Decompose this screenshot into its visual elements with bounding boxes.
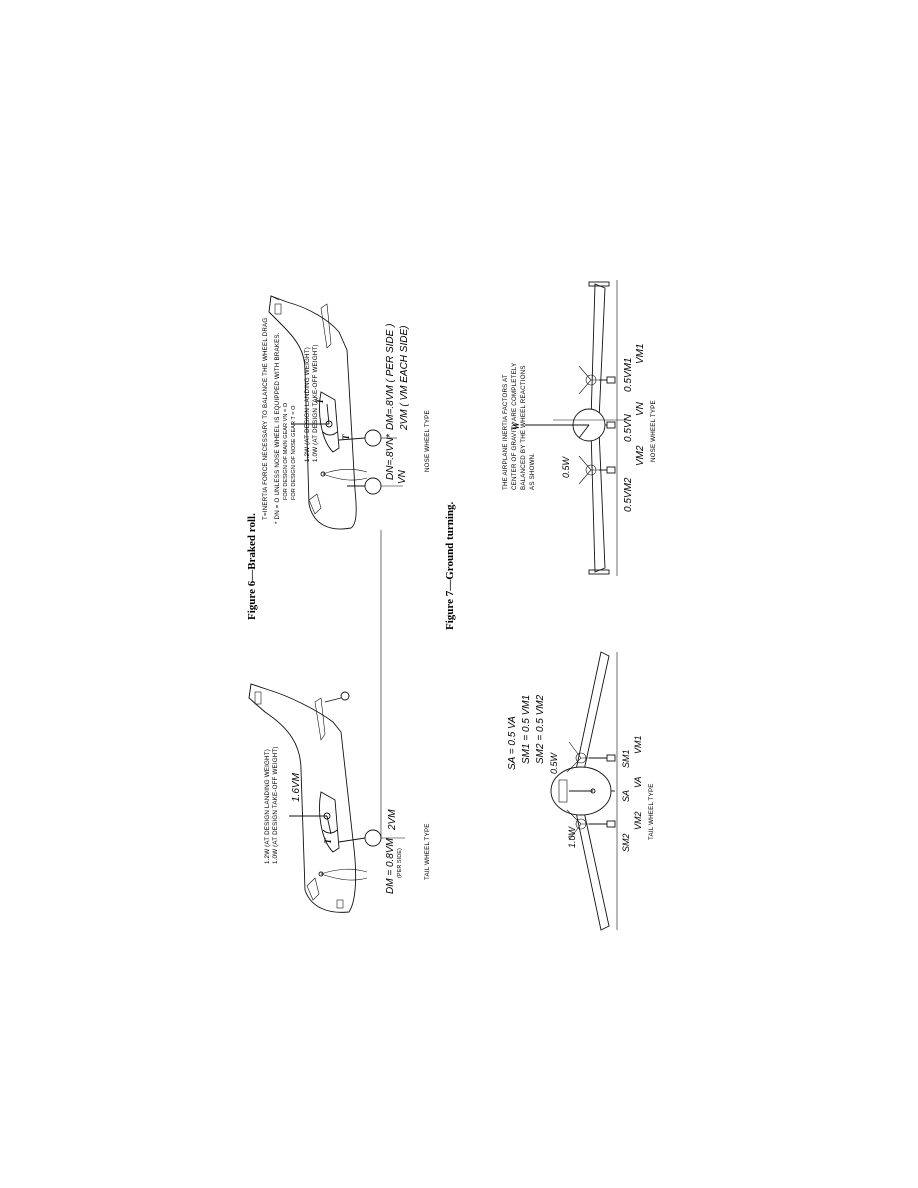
fig6-note-dn: * DN = O UNLESS NOSE WHEEL IS EQUIPPED W… bbox=[274, 332, 281, 524]
fig7-nose-caption: NOSE WHEEL TYPE bbox=[650, 400, 657, 462]
fig7-tail-eq3: SM2 = 0.5 VM2 bbox=[535, 694, 546, 764]
fig6-nose-inertia-side: T bbox=[341, 434, 351, 440]
fig7-tail-s-m1: SM1 bbox=[621, 749, 631, 768]
fig6-tail-reaction-tail: 1.6VM bbox=[291, 772, 302, 802]
fig7-tail-s-a: SA bbox=[621, 790, 631, 802]
fig7-nose-note-1: THE AIRPLANE INERTIA FACTORS AT bbox=[502, 374, 509, 490]
fig6-nose-drag: DN=.8VN bbox=[385, 437, 396, 480]
fig6-nose-inertia-label: T bbox=[315, 398, 325, 404]
fig6-tail-weight-takeoff: 1.0W (AT DESIGN TAKE-OFF WEIGHT) bbox=[272, 746, 279, 864]
fig6-nose-vertical: VN bbox=[397, 469, 408, 484]
fig6-tail-wheel-aircraft bbox=[248, 683, 382, 913]
fig6-tail-drag: DM = 0.8VM bbox=[385, 837, 396, 894]
fig7-nose-v-n: VN bbox=[635, 401, 646, 416]
fig6-nose-caption: NOSE WHEEL TYPE bbox=[424, 410, 431, 472]
fig6-nose-main-drag: DM=.8VM ( PER SIDE ) bbox=[385, 324, 396, 430]
fig6-note-main-gear: FOR DESIGN OF MAIN GEAR VN = O bbox=[283, 402, 289, 500]
fig6-nose-weight-landing: 1.2W (AT DESIGN LANDING WEIGHT) bbox=[304, 347, 311, 462]
fig7-tail-s-m2: SM2 bbox=[621, 833, 631, 852]
fig6-tail-inertia-label: T bbox=[323, 838, 333, 844]
fig6-tail-vertical: 2VM bbox=[387, 809, 398, 831]
fig7-nose-load-n: 0.5VN bbox=[623, 413, 634, 442]
fig7-nose-load-m1: 0.5VM1 bbox=[623, 358, 634, 392]
fig7-tail-weight: 1.0W bbox=[567, 825, 577, 848]
fig7-tail-caption: TAIL WHEEL TYPE bbox=[648, 783, 655, 840]
diagram-canvas: Figure 6—Braked roll. 1.2W ( bbox=[246, 280, 657, 931]
fig6-note-nose-gear: FOR DESIGN OF NOSE GEAR T = O bbox=[291, 405, 297, 500]
fig7-tail-v-a: VA bbox=[633, 776, 643, 788]
fig7-tail-eq1: SA = 0.5 VA bbox=[507, 716, 518, 770]
fig7-nose-note-4: AS SHOWN. bbox=[529, 453, 536, 490]
fig7-nose-side-load: 0.5W bbox=[561, 455, 571, 478]
fig6-tail-per-side: (PER SIDE) bbox=[397, 848, 403, 878]
fig6-nose-weight-takeoff: 1.0W (AT DESIGN TAKE-OFF WEIGHT) bbox=[312, 344, 319, 462]
fig7-nose-v-m1: VM1 bbox=[635, 343, 646, 364]
fig6-note-t: T=INERTIA FORCE NECESSARY TO BALANCE THE… bbox=[262, 318, 269, 520]
figure6-title: Figure 6—Braked roll. bbox=[246, 513, 258, 620]
fig7-nose-note-2: CENTER OF GRAVITY ARE COMPLETELY bbox=[511, 363, 518, 490]
fig7-nose-v-m2: VM2 bbox=[635, 445, 646, 466]
fig6-tail-weight-landing: 1.2W (AT DESIGN LANDING WEIGHT) bbox=[264, 749, 271, 864]
fig7-tail-eq2: SM1 = 0.5 VM1 bbox=[521, 695, 532, 764]
fig6-nose-star: * bbox=[385, 433, 396, 438]
figure7-title: Figure 7—Ground turning. bbox=[444, 501, 456, 630]
fig7-tail-wheel-aircraft-front bbox=[550, 651, 616, 931]
fig7-tail-v-m1: VM1 bbox=[633, 735, 643, 754]
fig7-tail-side-load: 0.5W bbox=[549, 751, 559, 774]
fig7-nose-load-m2: 0.5VM2 bbox=[623, 477, 634, 512]
fig7-nose-weight: W bbox=[511, 421, 521, 430]
fig6-tail-caption: TAIL WHEEL TYPE bbox=[424, 823, 431, 880]
fig6-nose-main-vertical: 2VM ( VM EACH SIDE) bbox=[399, 326, 410, 431]
fig7-nose-wheel-aircraft-front bbox=[525, 281, 627, 575]
fig7-nose-note-3: BALANCED BY THE WHEEL REACTIONS bbox=[520, 365, 527, 490]
rotated-figure-sheet: Figure 6—Braked roll. 1.2W ( bbox=[229, 240, 689, 960]
fig7-tail-v-m2: VM2 bbox=[633, 811, 643, 830]
